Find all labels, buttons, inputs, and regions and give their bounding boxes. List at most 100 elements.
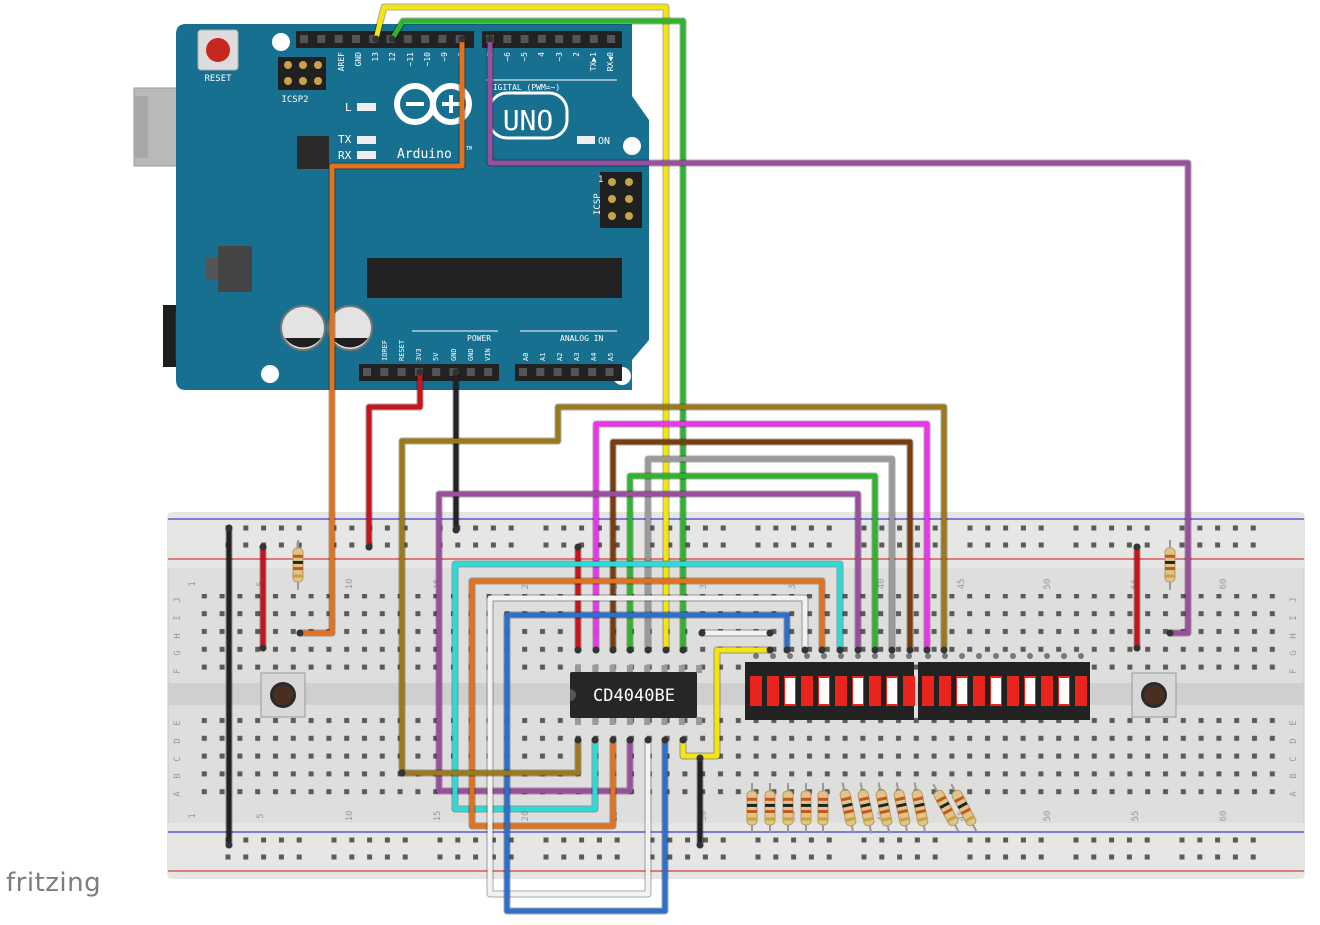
led-pin — [821, 653, 827, 659]
led-pin — [925, 653, 931, 659]
rail-hole — [437, 854, 443, 860]
led-segment — [869, 676, 881, 706]
power-pin-label: GND — [450, 348, 458, 361]
wire — [297, 36, 465, 636]
rail-hole — [579, 837, 585, 843]
header-hole — [519, 368, 527, 376]
wire-end — [486, 35, 494, 43]
column-number: 5 — [256, 813, 266, 818]
rail-hole — [914, 837, 920, 843]
led-pin — [1010, 653, 1016, 659]
resistor-band — [917, 816, 928, 822]
resistor-band — [842, 802, 853, 808]
wire-end — [801, 646, 809, 654]
rail-hole — [755, 542, 761, 548]
led-segment-lit — [819, 678, 829, 704]
digital-pin-label: ~6 — [503, 52, 512, 62]
wire — [504, 612, 790, 914]
resistor — [950, 783, 978, 833]
wire-end — [661, 736, 669, 744]
resistor — [857, 782, 875, 834]
wire-end — [1133, 644, 1141, 652]
icsp-pin1-label: 1 — [598, 175, 603, 185]
power-pin-label: IOREF — [381, 340, 389, 361]
rail-hole — [596, 854, 602, 860]
analog-pin-label: A0 — [522, 353, 530, 361]
column-number: 60 — [1219, 811, 1229, 822]
led-segment — [939, 676, 951, 706]
resistor-band — [861, 809, 872, 815]
rail-hole — [455, 854, 461, 860]
pushbutton-left — [260, 672, 306, 718]
rail-hole — [1250, 854, 1256, 860]
header-hole — [503, 35, 512, 43]
rail-hole — [914, 525, 920, 531]
rail-hole — [1020, 854, 1026, 860]
rail-hole — [967, 837, 973, 843]
rail-hole — [1197, 854, 1203, 860]
resistor-band — [939, 801, 950, 809]
rail-hole — [579, 854, 585, 860]
rail-hole — [296, 854, 302, 860]
rail-hole — [278, 837, 284, 843]
rail-hole — [561, 542, 567, 548]
rail-hole — [490, 837, 496, 843]
wire-end — [696, 841, 704, 849]
header-hole — [421, 35, 430, 43]
rail-hole — [1250, 525, 1256, 531]
rail-hole — [1144, 854, 1150, 860]
header-hole — [363, 368, 371, 376]
digital-pin-label: ~9 — [440, 52, 449, 62]
rail-hole — [702, 837, 708, 843]
rail-hole — [261, 854, 267, 860]
rail-hole — [773, 854, 779, 860]
wire-end — [592, 646, 600, 654]
resistor-band — [747, 803, 757, 807]
wire-end — [818, 646, 826, 654]
resistor-band — [840, 796, 852, 802]
rail-hole — [579, 542, 585, 548]
chip-pin — [626, 665, 633, 673]
wire — [373, 4, 669, 653]
resistor-band — [1165, 567, 1175, 571]
rail-hole — [367, 837, 373, 843]
digital-pin-label: RX◀0 — [606, 52, 615, 71]
resistor-band — [783, 803, 793, 807]
rail-hole — [1197, 837, 1203, 843]
header-hole — [536, 368, 545, 376]
rail-hole — [826, 837, 832, 843]
chip-label: CD4040BE — [593, 686, 675, 706]
icsp-pin — [625, 178, 633, 186]
wire-end — [452, 368, 460, 376]
rail-hole — [1126, 837, 1132, 843]
row-letter: D — [173, 738, 183, 743]
analog-pin-label: A1 — [539, 353, 547, 361]
rail-hole — [773, 542, 779, 548]
rail-hole — [667, 542, 673, 548]
rail-hole — [278, 854, 284, 860]
rail-hole — [1003, 525, 1009, 531]
resistor-band — [843, 809, 854, 815]
rail-hole — [667, 854, 673, 860]
resistor-band — [942, 807, 953, 816]
rail-hole — [720, 837, 726, 843]
rail-hole — [985, 542, 991, 548]
cd4040-chip: CD4040BE — [570, 665, 703, 725]
rail-hole — [490, 854, 496, 860]
column-number: 15 — [433, 811, 443, 822]
rail-hole — [296, 525, 302, 531]
rail-hole — [649, 854, 655, 860]
rail-hole — [384, 525, 390, 531]
wire-end — [662, 646, 670, 654]
rail-hole — [349, 837, 355, 843]
rail-hole — [596, 837, 602, 843]
rail-hole — [932, 542, 938, 548]
column-number: 30 — [699, 811, 709, 822]
led-segment — [801, 676, 813, 706]
rail-hole — [1091, 525, 1097, 531]
wire-end — [398, 769, 406, 777]
wire-end — [836, 646, 844, 654]
wire-end — [626, 646, 634, 654]
resistor-band — [964, 815, 975, 823]
